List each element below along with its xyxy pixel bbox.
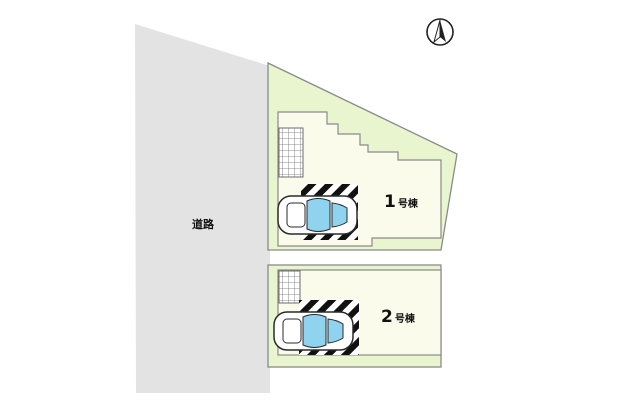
lot-2-tile-grid <box>278 270 301 304</box>
road-area <box>135 24 270 393</box>
lot-1-number: 1 <box>384 192 396 212</box>
car-icon <box>273 311 354 351</box>
lot-2-suffix: 号棟 <box>395 312 416 325</box>
lot-2-number: 2 <box>381 307 393 327</box>
road-label: 道路 <box>192 217 215 231</box>
car-icon <box>277 195 358 235</box>
lot-1-suffix: 号棟 <box>398 197 419 210</box>
north-arrow-icon <box>426 18 454 46</box>
lot-1-tile-grid <box>278 127 304 178</box>
